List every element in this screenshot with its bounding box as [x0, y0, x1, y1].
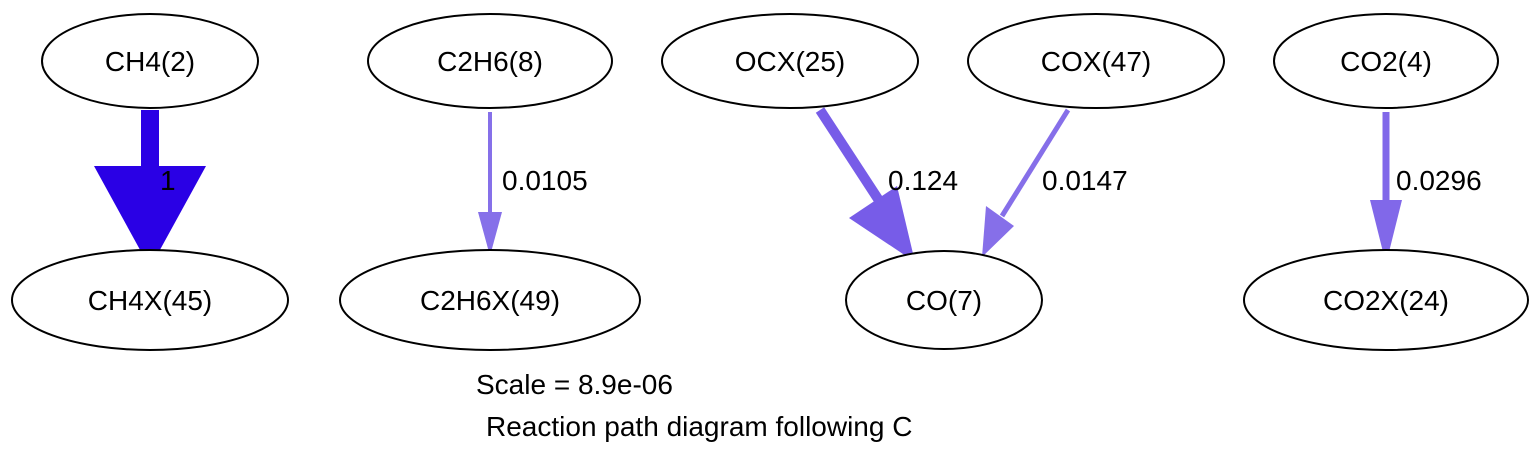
- edge-label: 1: [160, 165, 176, 196]
- node-co: CO(7): [845, 250, 1043, 350]
- node-label: OCX(25): [735, 46, 845, 77]
- edge-label: 0.124: [888, 165, 958, 196]
- edge-arrowhead: [478, 212, 502, 256]
- diagram-title: Reaction path diagram following C: [486, 411, 912, 442]
- node-c2h6x: C2H6X(49): [339, 249, 641, 351]
- node-label: CH4(2): [105, 46, 195, 77]
- edge-arrowhead: [849, 186, 915, 262]
- node-ch4: CH4(2): [41, 13, 259, 109]
- node-label: C2H6X(49): [420, 285, 560, 316]
- node-label: CO2X(24): [1323, 285, 1449, 316]
- node-label: CH4X(45): [88, 285, 212, 316]
- node-label: COX(47): [1041, 46, 1151, 77]
- edge-label: 0.0296: [1396, 165, 1482, 196]
- node-ch4x: CH4X(45): [11, 249, 289, 351]
- edge-ocx-to-co: 0.124: [815, 107, 958, 262]
- node-c2h6: C2H6(8): [367, 13, 613, 109]
- edge-co2-to-co2x: 0.0296: [1370, 112, 1482, 264]
- node-label: CO2(4): [1340, 46, 1432, 77]
- edge-line: [815, 107, 885, 205]
- scale-caption: Scale = 8.9e-06: [476, 369, 673, 400]
- node-co2x: CO2X(24): [1243, 249, 1529, 351]
- node-cox: COX(47): [967, 13, 1225, 109]
- edge-c2h6-to-c2h6x: 0.0105: [478, 112, 588, 256]
- edge-label: 0.0147: [1042, 165, 1128, 196]
- node-co2: CO2(4): [1273, 13, 1499, 109]
- node-label: CO(7): [906, 285, 982, 316]
- node-label: C2H6(8): [437, 46, 543, 77]
- edge-arrowhead: [94, 166, 206, 268]
- edge-cox-to-co: 0.0147: [982, 108, 1128, 257]
- edge-arrowhead: [982, 206, 1014, 257]
- edge-arrowhead: [1370, 200, 1402, 264]
- edge-ch4-to-ch4x: 1: [94, 110, 206, 268]
- edge-label: 0.0105: [502, 165, 588, 196]
- node-ocx: OCX(25): [661, 13, 919, 109]
- edge-line: [999, 108, 1071, 218]
